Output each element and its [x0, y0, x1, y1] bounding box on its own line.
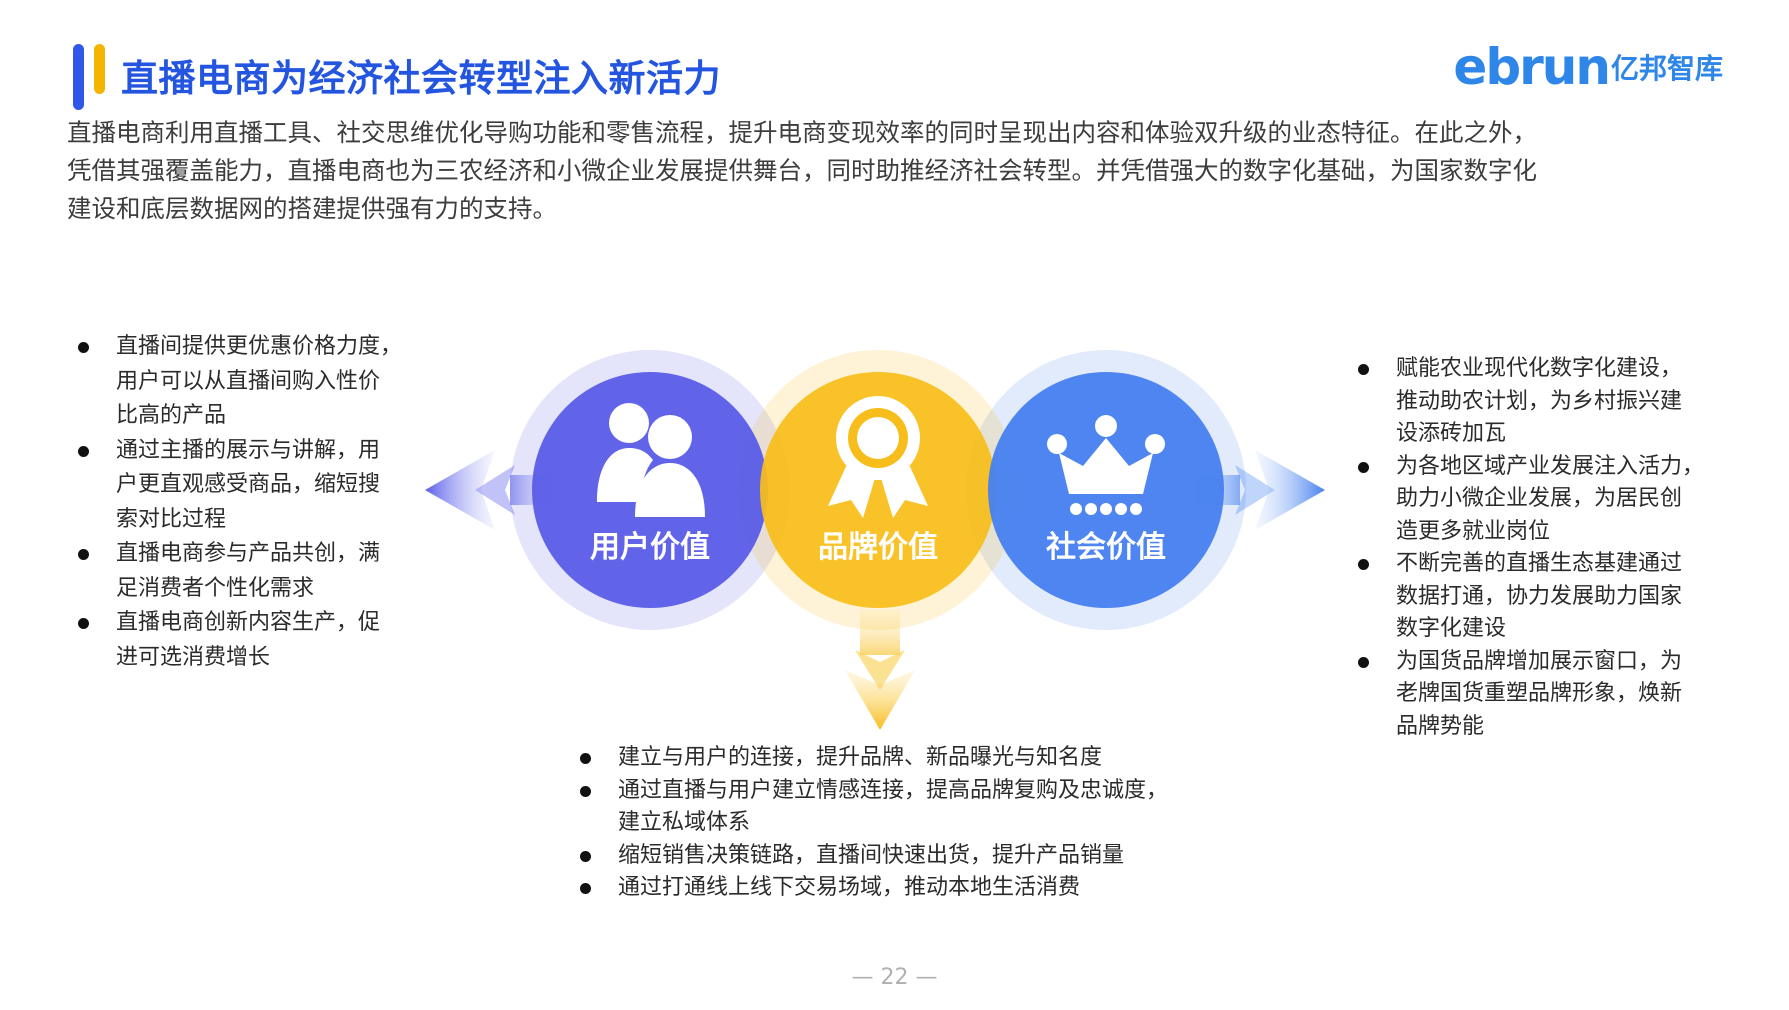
- intro-line: 直播电商利用直播工具、社交思维优化导购功能和零售流程，提升电商变现效率的同时呈现…: [67, 118, 1537, 147]
- list-item: 通过打通线上线下交易场域，推动本地生活消费: [574, 872, 1234, 905]
- list-item: 建立与用户的连接，提升品牌、新品曝光与知名度: [574, 742, 1234, 775]
- list-item-line: 通过打通线上线下交易场域，推动本地生活消费: [618, 875, 1081, 900]
- list-item: 直播电商参与产品共创，满 足消费者个性化需求: [72, 537, 432, 606]
- list-item-line: 足消费者个性化需求: [116, 575, 315, 601]
- list-item: 缩短销售决策链路，直播间快速出货，提升产品销量: [574, 840, 1234, 873]
- logo-chinese-name: 亿邦智库: [1610, 52, 1723, 85]
- value-diagram: 用户价值 品牌价值 社会价值: [425, 350, 1325, 730]
- list-item-line: 进可选消费增长: [116, 644, 271, 670]
- brand-value-list: 建立与用户的连接，提升品牌、新品曝光与知名度 通过直播与用户建立情感连接，提高品…: [574, 742, 1234, 905]
- page-number: — 22 —: [851, 965, 938, 990]
- title-accent-bar-blue: [73, 44, 84, 110]
- list-item-line: 建立与用户的连接，提升品牌、新品曝光与知名度: [618, 745, 1103, 770]
- list-item-line: 老牌国货重塑品牌形象，焕新: [1396, 681, 1683, 706]
- social-value-circle: 社会价值: [988, 372, 1224, 608]
- list-item: 直播间提供更优惠价格力度， 用户可以从直播间购入性价 比高的产品: [72, 330, 432, 434]
- list-item-line: 直播间提供更优惠价格力度，: [116, 334, 403, 359]
- intro-paragraph: 直播电商利用直播工具、社交思维优化导购功能和零售流程，提升电商变现效率的同时呈现…: [67, 114, 1727, 228]
- list-item: 通过直播与用户建立情感连接，提高品牌复购及忠诚度， 建立私域体系: [574, 775, 1234, 840]
- list-item-line: 建立私域体系: [618, 810, 751, 835]
- list-item-line: 推动助农计划，为乡村振兴建: [1396, 388, 1683, 414]
- list-item-line: 造更多就业岗位: [1396, 518, 1551, 544]
- list-item-line: 为各地区域产业发展注入活力，: [1396, 453, 1705, 479]
- list-item-line: 数据打通，协力发展助力国家: [1396, 583, 1683, 609]
- list-item-line: 品牌势能: [1396, 713, 1485, 739]
- list-item-line: 直播电商创新内容生产，促: [116, 610, 381, 635]
- list-item-line: 为国货品牌增加展示窗口，为: [1396, 648, 1683, 674]
- social-value-label: 社会价值: [1046, 530, 1166, 565]
- arrow-down-icon: [845, 610, 915, 730]
- users-icon: [597, 403, 705, 517]
- list-item: 不断完善的直播生态基建通过 数据打通，协力发展助力国家 数字化建设: [1352, 548, 1732, 646]
- list-item: 直播电商创新内容生产，促 进可选消费增长: [72, 606, 432, 675]
- list-item: 为各地区域产业发展注入活力， 助力小微企业发展，为居民创 造更多就业岗位: [1352, 451, 1732, 549]
- social-value-list: 赋能农业现代化数字化建设， 推动助农计划，为乡村振兴建 设添砖加瓦 为各地区域产…: [1352, 353, 1732, 743]
- list-item: 通过主播的展示与讲解，用 户更直观感受商品，缩短搜 索对比过程: [72, 434, 432, 538]
- list-item-line: 设添砖加瓦: [1396, 421, 1507, 446]
- crown-icon: [1047, 415, 1165, 515]
- list-item-line: 通过主播的展示与讲解，用: [116, 437, 381, 463]
- user-value-circle: 用户价值: [532, 372, 768, 608]
- list-item-line: 助力小微企业发展，为居民创: [1396, 486, 1683, 511]
- list-item-line: 缩短销售决策链路，直播间快速出货，提升产品销量: [618, 842, 1125, 868]
- list-item-line: 索对比过程: [116, 506, 227, 532]
- list-item: 赋能农业现代化数字化建设， 推动助农计划，为乡村振兴建 设添砖加瓦: [1352, 353, 1732, 451]
- award-ribbon-icon: [828, 396, 928, 518]
- page-title: 直播电商为经济社会转型注入新活力: [121, 57, 721, 100]
- ebrun-logo: ebrun亿邦智库: [1453, 38, 1723, 96]
- intro-line: 建设和底层数据网的搭建提供强有力的支持。: [67, 194, 557, 223]
- list-item-line: 户更直观感受商品，缩短搜: [116, 472, 381, 497]
- brand-value-circle: 品牌价值: [760, 372, 996, 608]
- list-item-line: 直播电商参与产品共创，满: [116, 541, 381, 566]
- list-item-line: 赋能农业现代化数字化建设，: [1396, 356, 1683, 381]
- list-item-line: 不断完善的直播生态基建通过: [1396, 551, 1683, 576]
- list-item-line: 用户可以从直播间购入性价: [116, 368, 381, 394]
- brand-value-label: 品牌价值: [818, 530, 938, 565]
- list-item-line: 通过直播与用户建立情感连接，提高品牌复购及忠诚度，: [618, 777, 1169, 803]
- list-item-line: 比高的产品: [116, 403, 227, 428]
- intro-line: 凭借其强覆盖能力，直播电商也为三农经济和小微企业发展提供舞台，同时助推经济社会转…: [67, 156, 1537, 185]
- user-value-label: 用户价值: [590, 530, 710, 565]
- list-item-line: 数字化建设: [1396, 616, 1507, 641]
- title-accent-bar-yellow: [94, 44, 105, 94]
- list-item: 为国货品牌增加展示窗口，为 老牌国货重塑品牌形象，焕新 品牌势能: [1352, 646, 1732, 744]
- logo-wordmark: ebrun: [1453, 38, 1611, 96]
- user-value-list: 直播间提供更优惠价格力度， 用户可以从直播间购入性价 比高的产品 通过主播的展示…: [72, 330, 432, 675]
